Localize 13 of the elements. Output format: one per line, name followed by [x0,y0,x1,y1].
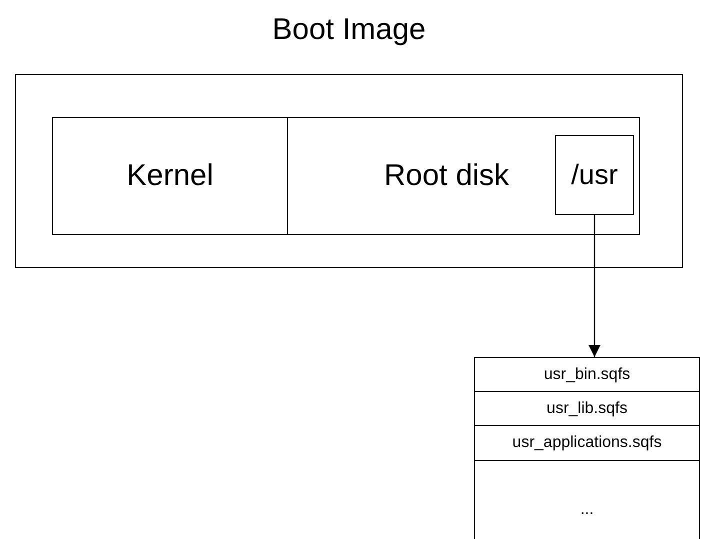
box-heading: Boot Image [272,13,426,47]
box-label: /usr [571,159,618,191]
box-label: Kernel [126,159,214,193]
box-label: usr_bin.sqfs [544,366,630,384]
section-box [52,117,288,235]
box-label: usr_applications.sqfs [512,434,662,452]
box-label: Root disk [384,159,510,193]
stack-box [474,357,700,539]
section-box [287,117,640,235]
section-box [555,135,634,215]
arrow [588,215,600,357]
box-label: ... [580,501,594,519]
box-label: usr_lib.sqfs [546,400,628,418]
